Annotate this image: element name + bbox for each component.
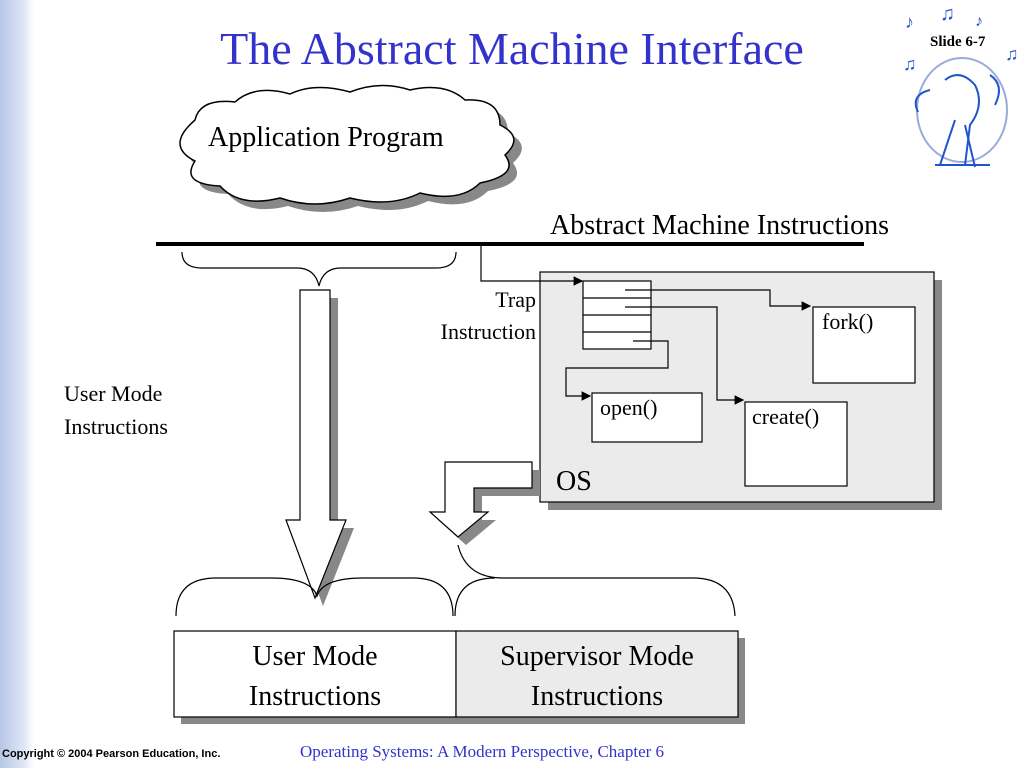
svg-text:♪: ♪ — [905, 12, 914, 32]
supervisor-mode-box-label: Supervisor Mode Instructions — [456, 637, 738, 717]
svg-text:♪: ♪ — [975, 13, 983, 30]
user-mode-box-label: User Mode Instructions — [174, 637, 456, 717]
application-program-label: Application Program — [208, 122, 444, 153]
application-program-cloud — [179, 84, 522, 212]
music-clipart-icon: ♪ ♫ ♪ ♫ ♫ — [903, 3, 1019, 168]
user-mode-side-line2: Instructions — [64, 414, 168, 439]
create-label: create() — [752, 404, 820, 429]
user-mode-box-line1: User Mode — [252, 641, 378, 672]
fork-connector — [625, 289, 812, 311]
user-mode-down-arrow — [285, 289, 354, 606]
create-connector — [625, 306, 745, 405]
open-box — [591, 392, 703, 443]
slide-title: The Abstract Machine Interface — [220, 23, 804, 74]
trap-table — [582, 280, 652, 350]
supervisor-mode-box-line2: Instructions — [530, 681, 664, 712]
trap-instruction-label: Trap Instruction — [414, 284, 536, 348]
footer-book-title: Operating Systems: A Modern Perspective,… — [300, 742, 665, 761]
open-connector — [565, 340, 669, 401]
trap-arrow — [480, 244, 584, 286]
svg-text:♫: ♫ — [940, 3, 955, 25]
slide-number: Slide 6-7 — [930, 34, 986, 50]
trap-label-line2: Instruction — [440, 319, 536, 344]
open-label: open() — [600, 395, 658, 420]
create-box — [744, 401, 848, 487]
svg-text:♫: ♫ — [1005, 44, 1019, 64]
os-return-arrow — [428, 461, 540, 545]
abstract-machine-instructions-label: Abstract Machine Instructions — [550, 210, 890, 241]
svg-text:♫: ♫ — [903, 54, 917, 74]
lower-brace — [175, 544, 736, 617]
slide-sidebar-gradient — [0, 0, 34, 768]
user-mode-box-line2: Instructions — [248, 681, 382, 712]
fork-label: fork() — [822, 309, 874, 334]
upper-brace — [181, 251, 457, 287]
bottom-instruction-boxes — [173, 630, 745, 724]
footer-copyright: Copyright © 2004 Pearson Education, Inc. — [2, 748, 221, 760]
user-mode-side-label: User Mode Instructions — [64, 377, 168, 443]
user-mode-side-line1: User Mode — [64, 381, 163, 406]
supervisor-mode-box-line1: Supervisor Mode — [500, 641, 694, 672]
fork-box — [812, 306, 916, 384]
os-label: OS — [556, 466, 592, 497]
trap-label-line1: Trap — [495, 287, 536, 312]
